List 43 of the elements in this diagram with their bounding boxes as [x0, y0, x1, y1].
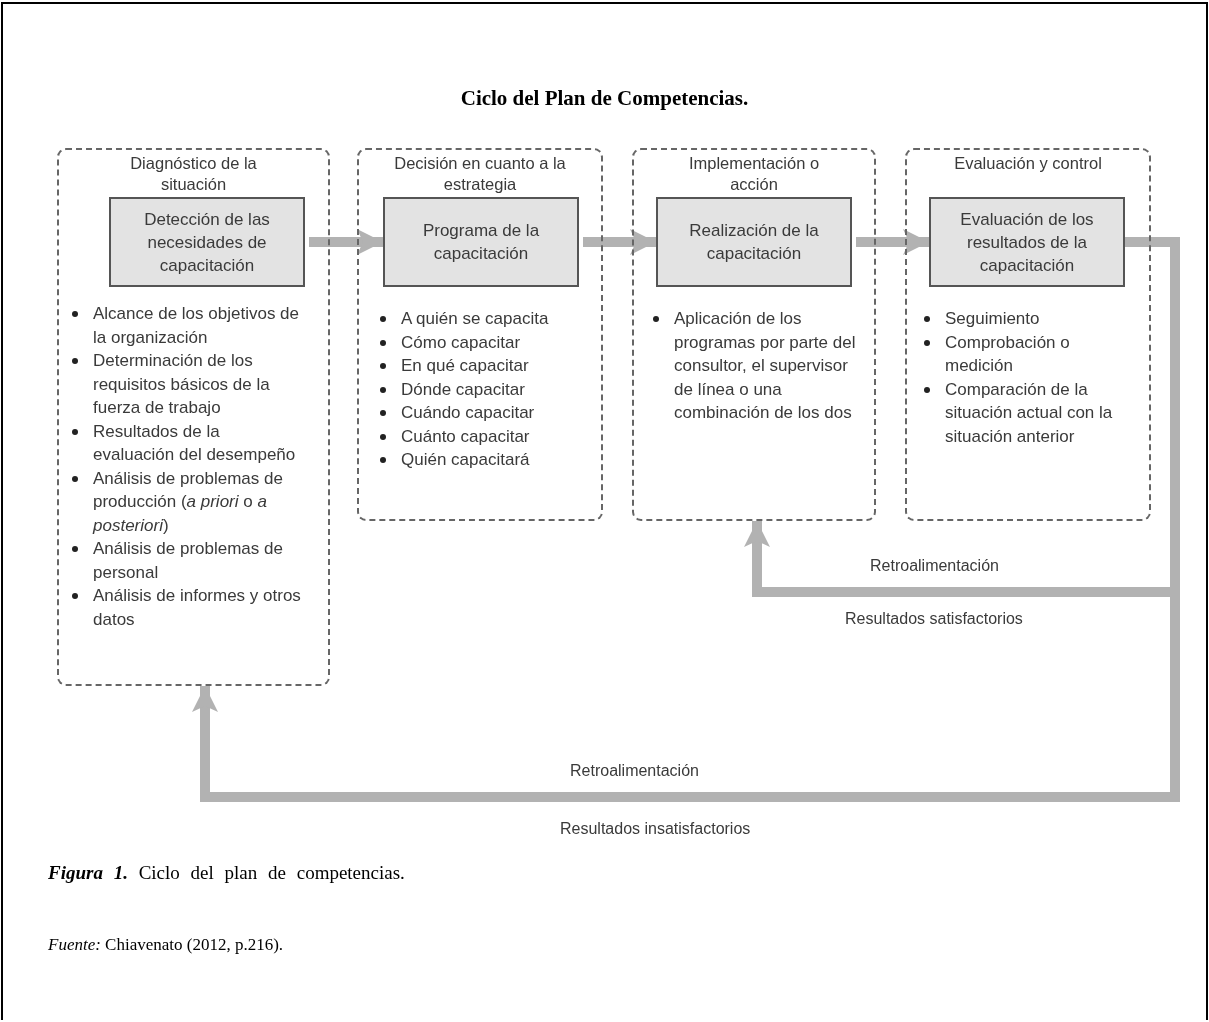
bullet-item: Análisis de informes y otros datos [65, 584, 305, 631]
arrow [309, 229, 383, 255]
box-text: Programa de la capacitación [421, 220, 541, 265]
stage-panel [905, 148, 1151, 521]
stage-heading: Evaluación y control [953, 153, 1103, 174]
source-note: Fuente: Chiavenato (2012, p.216). [48, 935, 284, 955]
stage-panel [357, 148, 603, 521]
bullet-item: Quién capacitará [373, 448, 603, 472]
bullet-item: Cómo capacitar [373, 330, 603, 354]
figure-caption: Figura 1. Ciclo del plan de competencias. [48, 862, 405, 884]
arrow [583, 229, 656, 255]
bullet-item: Resultados de la evaluación del desempeño [65, 419, 305, 467]
bullet-item: Cuándo capacitar [373, 401, 603, 425]
bullet-item: Análisis de problemas de personal [65, 537, 305, 584]
stage-heading: Diagnóstico de la situación [129, 153, 258, 195]
edge-label: Retroalimentación [570, 762, 699, 780]
box-text: Evaluación de los resultados de la capacitación [959, 208, 1095, 277]
stage-heading: Implementación o acción [687, 153, 821, 195]
outcome-label: Resultados insatisfactorios [560, 820, 751, 838]
outcome-label: Resultados satisfactorios [845, 610, 1023, 628]
box-text: Realización de la capacitación [688, 220, 820, 265]
bullet-item: Alcance de los objetivos de la organización [65, 302, 305, 349]
bullet-item: Comparación de la situación actual con la situación anterior [917, 377, 1142, 448]
bullet-item: En qué capacitar [373, 354, 603, 378]
bullet-item: Seguimiento [917, 307, 1142, 331]
bullet-item: Determinación de los requisitos básicos de la fuerza de trabajo [65, 349, 305, 420]
process-box [109, 197, 305, 287]
bullet-item: Análisis de problemas de producción (a priori o a posteriori) [65, 466, 305, 537]
bullet-item: Aplicación de los programas por parte del consultor, el supervisor de línea o una combinación de los dos [646, 307, 856, 425]
bullet-item: A quién se capacita [373, 307, 603, 331]
arrow [856, 229, 929, 255]
bullet-item: Dónde capacitar [373, 377, 603, 401]
bullet-item: Comprobación o medición [917, 330, 1142, 378]
bullet-item: Cuánto capacitar [373, 424, 603, 448]
box-text: Detección de las necesidades de capacitación [143, 208, 271, 277]
stage-heading: Decisión en cuanto a la estrategia [394, 153, 566, 195]
stage-panel [632, 148, 876, 521]
diagram-title: Ciclo del Plan de Competencias. [459, 86, 750, 111]
process-box [383, 197, 579, 287]
edge-label: Retroalimentación [870, 557, 999, 575]
process-box [929, 197, 1125, 287]
process-box [656, 197, 852, 287]
stage-panel [57, 148, 330, 686]
